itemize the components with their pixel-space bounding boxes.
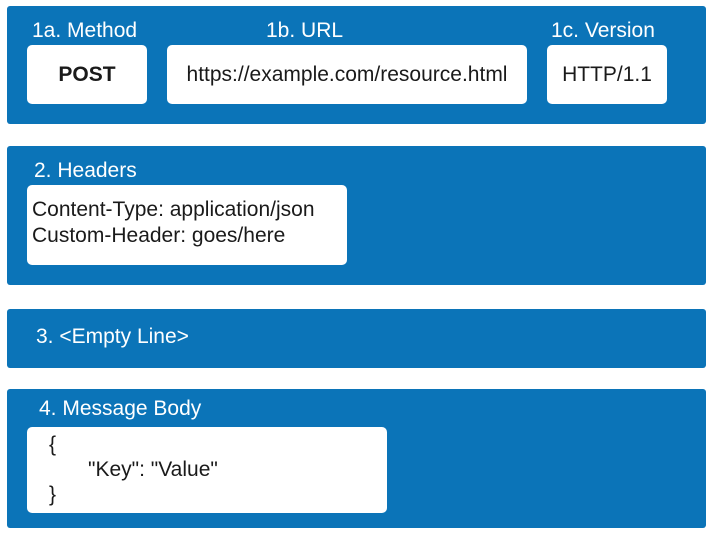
headers-box: Content-Type: application/json Custom-He… [27,185,347,265]
method-box: POST [27,45,147,104]
header-line: Content-Type: application/json [32,198,315,221]
version-box: HTTP/1.1 [547,45,667,104]
version-label: 1c. Version [551,19,655,42]
body-line: "Key": "Value" [88,458,218,481]
message-body-box: { "Key": "Value" } [27,427,387,513]
version-value: HTTP/1.1 [562,62,652,86]
url-label: 1b. URL [266,19,344,42]
message-body-label: 4. Message Body [39,397,202,420]
empty-line-panel: 3. <Empty Line> [7,309,706,368]
header-line: Custom-Header: goes/here [32,224,286,247]
method-label: 1a. Method [32,19,138,42]
headers-panel: 2. Headers Content-Type: application/jso… [7,146,706,285]
body-line: } [49,483,57,506]
empty-line-label: 3. <Empty Line> [36,325,189,348]
request-line-panel: 1a. Method 1b. URL 1c. Version POST http… [7,6,706,124]
body-line: { [49,433,57,456]
method-value: POST [58,62,116,86]
url-box: https://example.com/resource.html [167,45,527,104]
url-value: https://example.com/resource.html [186,62,508,86]
headers-label: 2. Headers [34,159,137,182]
message-body-panel: 4. Message Body { "Key": "Value" } [7,389,706,528]
